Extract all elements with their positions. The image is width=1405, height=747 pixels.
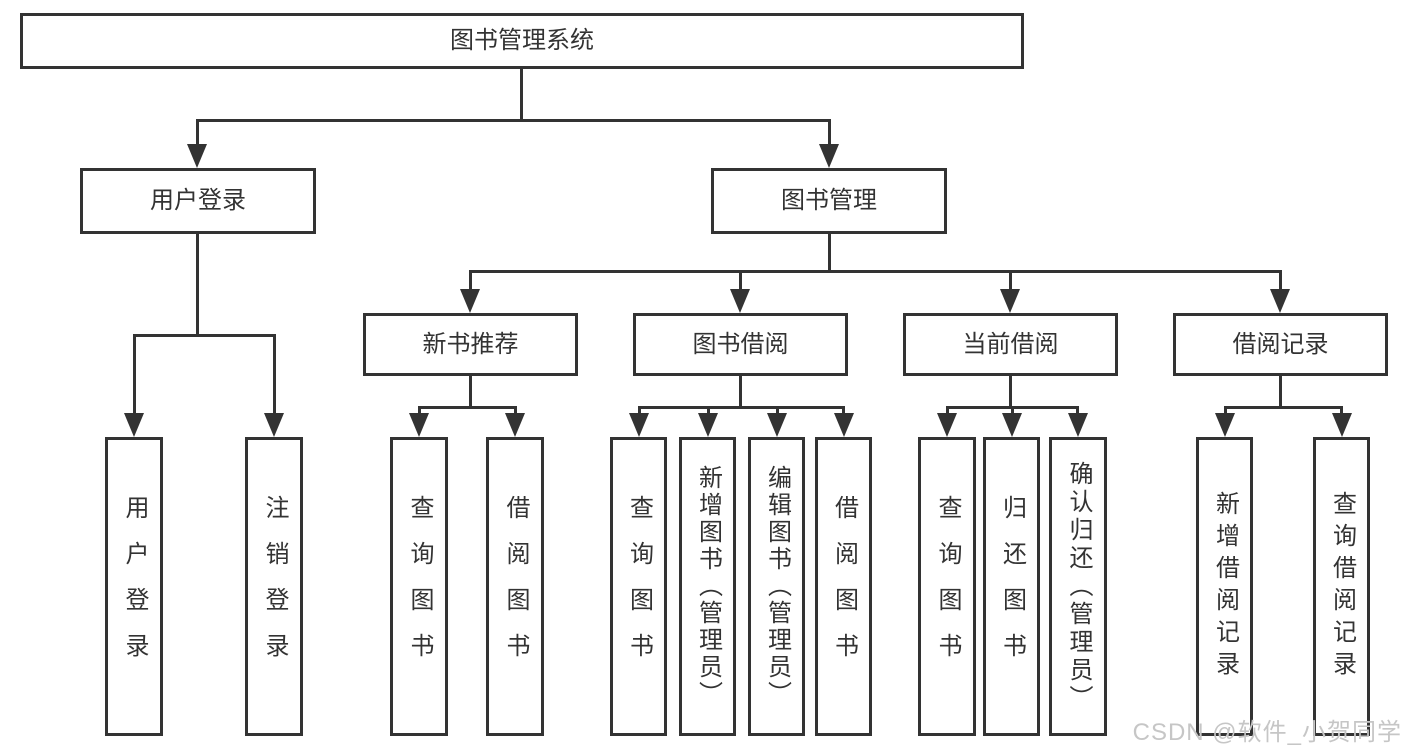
node-user-login-label: 用户登录 [150, 187, 246, 214]
arrow-down-icon [1270, 289, 1290, 313]
node-book-borrow-label: 图书借阅 [692, 330, 789, 358]
leaf-borrow-add-books-admin-label: 新增图书（管理员） [694, 465, 722, 708]
connector-stem [776, 406, 779, 416]
leaf-borrow-edit-books-admin: 编辑图书（管理员） [748, 437, 805, 736]
connector-stem [1340, 406, 1343, 416]
connector-user-stem [196, 232, 199, 337]
leaf-borrow-add-books-admin: 新增图书（管理员） [679, 437, 736, 736]
connector-stem [1009, 374, 1012, 409]
connector-stem [842, 406, 845, 416]
connector-stem [1279, 374, 1282, 409]
node-root-label: 图书管理系统 [450, 27, 594, 54]
node-current-borrow-label: 当前借阅 [962, 330, 1059, 358]
node-new-book-recommend-label: 新书推荐 [422, 330, 519, 358]
connector-stem [418, 406, 421, 416]
leaf-recommend-query-books: 查询图书 [390, 437, 448, 736]
connector-stem [469, 270, 472, 293]
node-root: 图书管理系统 [20, 13, 1024, 69]
connector-user-bar [133, 334, 275, 337]
connector-stem [1076, 406, 1079, 416]
node-current-borrow: 当前借阅 [903, 313, 1118, 376]
connector-mgmt-stem [828, 232, 831, 273]
csdn-watermark: CSDN @软件_小贺同学 [1132, 719, 1402, 746]
connector-bar [638, 406, 845, 409]
arrow-down-icon [767, 413, 787, 437]
arrow-down-icon [698, 413, 718, 437]
connector-stem [514, 406, 517, 416]
leaf-user-login: 用户登录 [105, 437, 163, 736]
leaf-current-confirm-return-admin: 确认归还（管理员） [1049, 437, 1107, 736]
connector-stem [946, 406, 949, 416]
arrow-down-icon [460, 289, 480, 313]
leaf-records-add-record-label: 新增借阅记录 [1211, 490, 1239, 683]
connector-stem [133, 334, 136, 416]
leaf-records-query-record: 查询借阅记录 [1313, 437, 1370, 736]
node-book-management-label: 图书管理 [781, 187, 877, 214]
node-new-book-recommend: 新书推荐 [363, 313, 578, 376]
connector-stem [469, 374, 472, 409]
connector-root-stem [520, 66, 523, 121]
leaf-current-return-books-label: 归还图书 [998, 494, 1026, 679]
connector-stem [739, 374, 742, 409]
connector-mgmt-bar [469, 270, 1281, 273]
connector-stem [196, 119, 199, 149]
arrow-down-icon [187, 144, 207, 168]
connector-bar [1224, 406, 1343, 409]
connector-stem [1009, 270, 1012, 293]
connector-stem [273, 334, 276, 416]
leaf-recommend-query-books-label: 查询图书 [406, 494, 433, 679]
arrow-down-icon [819, 144, 839, 168]
connector-stem [1279, 270, 1282, 293]
leaf-borrow-borrow-books-label: 借阅图书 [830, 494, 858, 679]
connector-stem [1011, 406, 1014, 416]
connector-stem [828, 119, 831, 149]
node-borrow-records: 借阅记录 [1173, 313, 1388, 376]
connector-stem [1224, 406, 1227, 416]
arrow-down-icon [505, 413, 525, 437]
connector-stem [638, 406, 641, 416]
leaf-current-confirm-return-admin-label: 确认归还（管理员） [1065, 460, 1092, 713]
leaf-records-add-record: 新增借阅记录 [1196, 437, 1253, 736]
connector-stem [707, 406, 710, 416]
leaf-borrow-edit-books-admin-label: 编辑图书（管理员） [763, 465, 791, 708]
arrow-down-icon [264, 413, 284, 437]
arrow-down-icon [124, 413, 144, 437]
leaf-current-return-books: 归还图书 [983, 437, 1040, 736]
node-user-login: 用户登录 [80, 168, 316, 234]
leaf-recommend-borrow-books-label: 借阅图书 [502, 494, 529, 679]
leaf-records-query-record-label: 查询借阅记录 [1328, 490, 1356, 683]
arrow-down-icon [1000, 289, 1020, 313]
arrow-down-icon [834, 413, 854, 437]
leaf-recommend-borrow-books: 借阅图书 [486, 437, 544, 736]
leaf-user-login-label: 用户登录 [121, 494, 148, 679]
leaf-logout: 注销登录 [245, 437, 303, 736]
node-borrow-records-label: 借阅记录 [1232, 330, 1329, 358]
leaf-borrow-query-books: 查询图书 [610, 437, 667, 736]
leaf-borrow-borrow-books: 借阅图书 [815, 437, 872, 736]
connector-stem [739, 270, 742, 293]
node-book-management: 图书管理 [711, 168, 947, 234]
leaf-logout-label: 注销登录 [261, 494, 288, 679]
arrow-down-icon [1332, 413, 1352, 437]
arrow-down-icon [409, 413, 429, 437]
node-book-borrow: 图书借阅 [633, 313, 848, 376]
leaf-borrow-query-books-label: 查询图书 [625, 494, 653, 679]
arrow-down-icon [1002, 413, 1022, 437]
leaf-current-query-books-label: 查询图书 [934, 494, 961, 679]
arrow-down-icon [629, 413, 649, 437]
arrow-down-icon [937, 413, 957, 437]
connector-bar [418, 406, 516, 409]
arrow-down-icon [1215, 413, 1235, 437]
arrow-down-icon [1068, 413, 1088, 437]
leaf-current-query-books: 查询图书 [918, 437, 976, 736]
connector-root-bar [196, 119, 830, 122]
arrow-down-icon [730, 289, 750, 313]
